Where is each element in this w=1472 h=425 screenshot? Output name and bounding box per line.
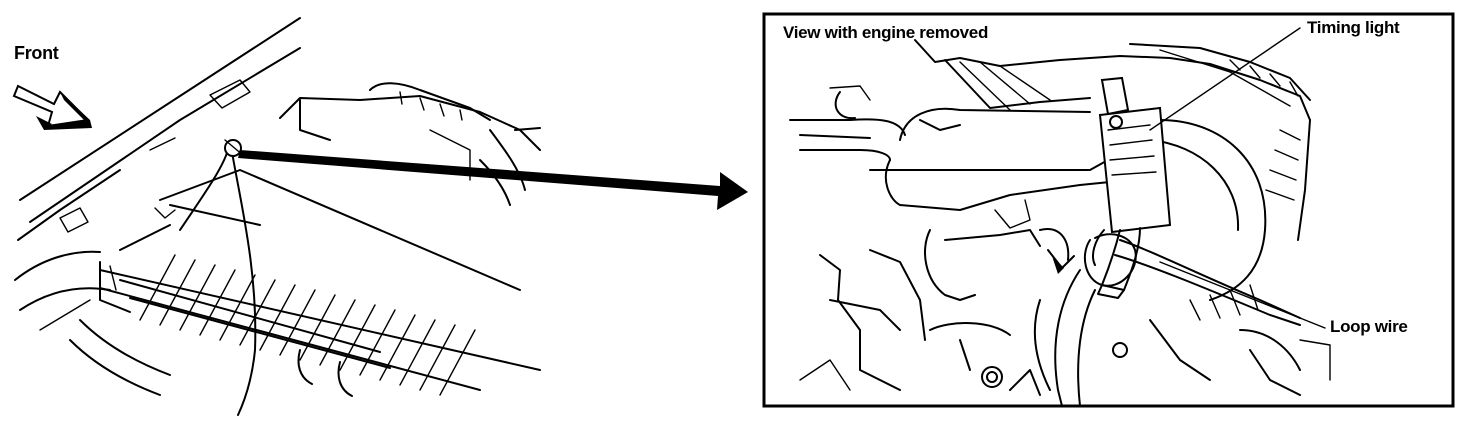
timing-light-leader xyxy=(1149,27,1301,131)
inset-view xyxy=(762,12,1455,408)
callout-arrow-icon xyxy=(238,150,748,210)
loop-wire-label: Loop wire xyxy=(1330,317,1408,336)
timing-light-label: Timing light xyxy=(1307,18,1400,37)
timing-light-tool xyxy=(1092,76,1172,299)
engine-bay-drawing xyxy=(14,17,541,416)
loop-wire-leader xyxy=(1159,261,1326,329)
front-label: Front xyxy=(14,43,59,63)
inset-title: View with engine removed xyxy=(783,23,989,42)
loop-wire xyxy=(1054,233,1301,407)
front-direction-arrow-icon xyxy=(12,84,92,130)
